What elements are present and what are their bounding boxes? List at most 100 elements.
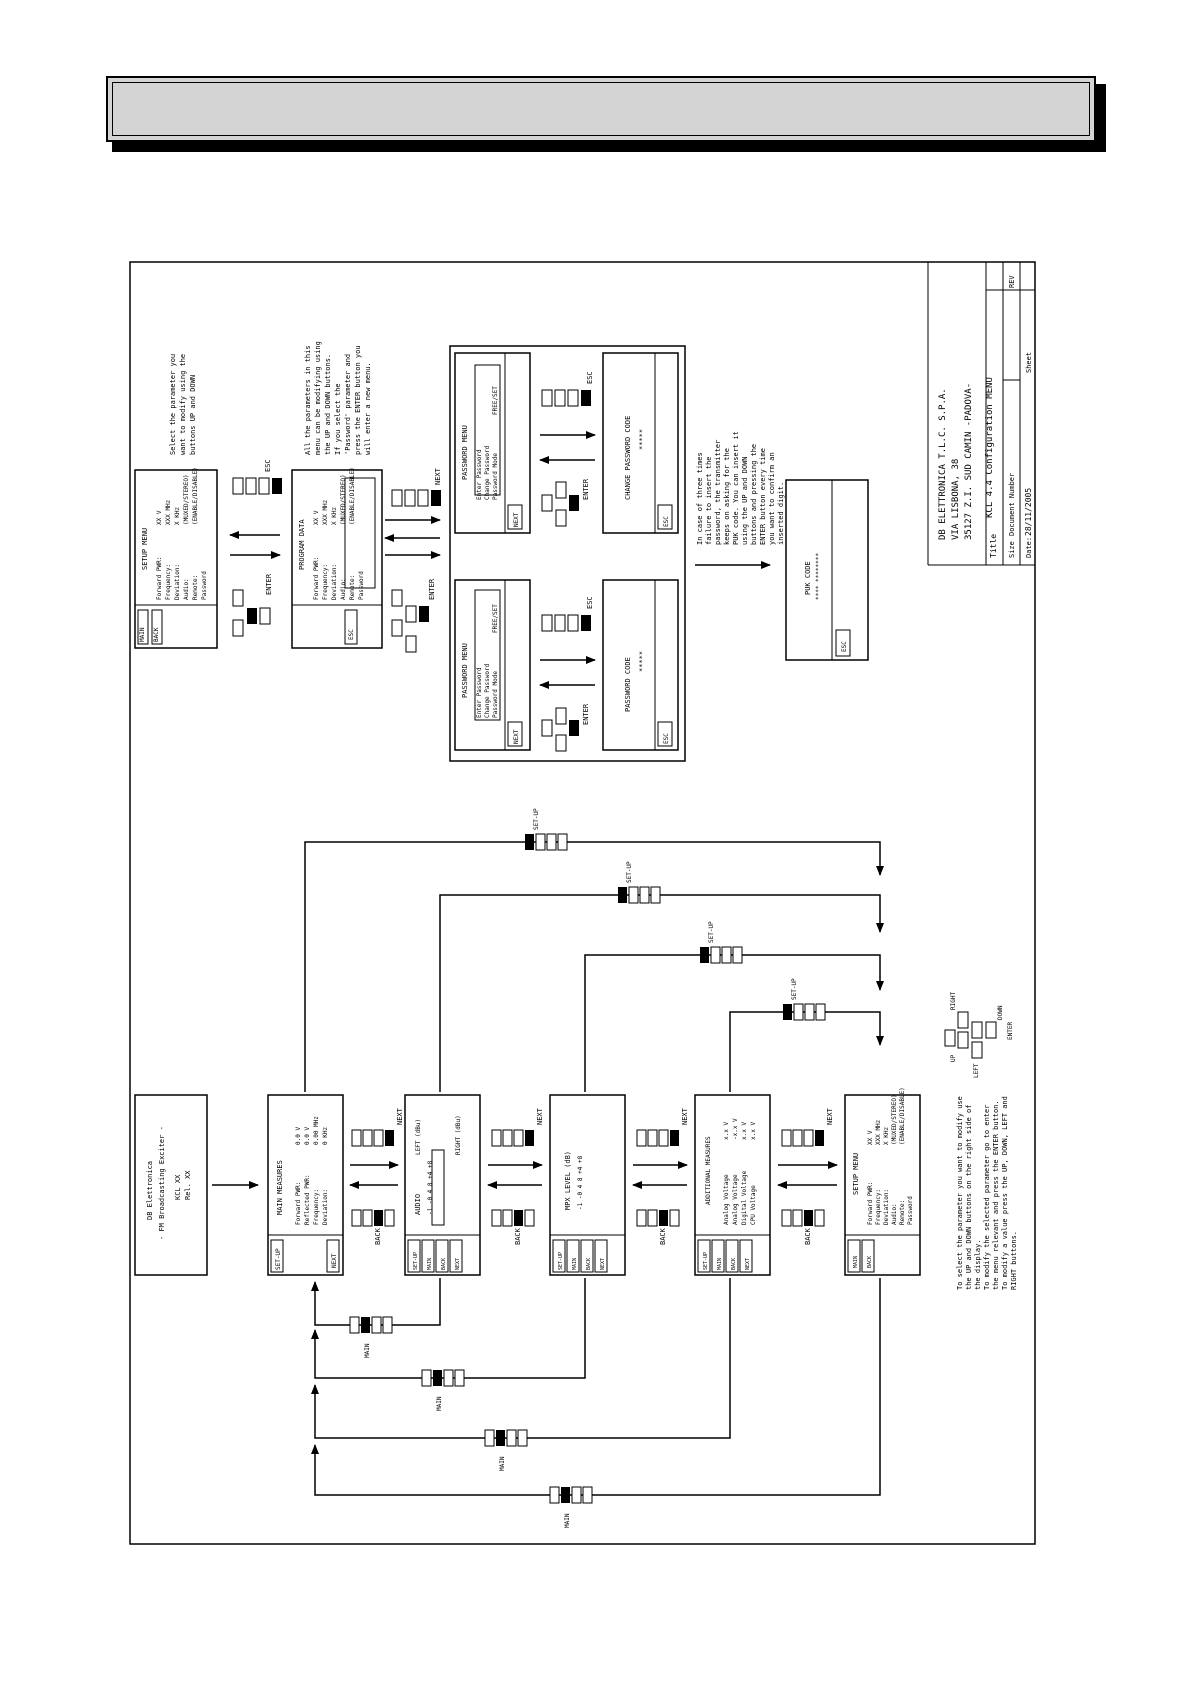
enter-label: ENTER <box>428 578 436 600</box>
next-label: NEXT <box>434 467 442 485</box>
softkey-main: MAIN <box>853 1256 859 1268</box>
back-label: BACK <box>659 1227 667 1245</box>
esc-label: ESC <box>586 371 594 384</box>
screen-setup-main: SETUP MENU Forward PWR: Frequency: Devia… <box>844 1087 921 1276</box>
program-value: (MUXED/STEREO) <box>340 474 347 525</box>
screen-splash: DB Elettronica - FM Broadcasting Exciter… <box>134 1094 208 1276</box>
legend-left: LEFT <box>973 1063 980 1078</box>
company-street: VIA LISBONA, 38 <box>951 459 961 540</box>
softkey-next: NEXT <box>513 729 520 744</box>
softkey-next: NEXT <box>455 1258 461 1270</box>
splash-line3: KCL XX <box>174 1174 182 1200</box>
setup-label: SET-UP <box>533 808 540 830</box>
puk-value: **** ******** <box>815 553 822 600</box>
setup-label: SET-UP <box>626 861 633 883</box>
pm2-title: PASSWORD MENU <box>461 643 469 698</box>
program-row: Remote: <box>349 575 356 600</box>
additional-value: x.x V <box>723 1122 730 1140</box>
splash-line2: - FM Broadcasting Exciter - <box>158 1126 166 1240</box>
esc-label: ESC <box>264 459 272 472</box>
note-setup-hint: Select the parameter you want to modify … <box>169 354 197 455</box>
additional-row: Analog Voltage <box>723 1174 730 1225</box>
next-label: NEXT <box>536 1107 544 1125</box>
softkey-back: BACK <box>441 1258 447 1270</box>
softkey-main: MAIN <box>139 627 146 642</box>
softkey-esc: ESC <box>841 641 848 652</box>
svg-text:To select the parameter you wa: To select the parameter you want to modi… <box>956 1092 1018 1290</box>
setup-main-row: Frequency: <box>875 1189 882 1225</box>
setup-key-groups: SET-UP SET-UP SET-UP SET-UP <box>525 808 826 1021</box>
main-measures-title: MAIN MEASURES <box>276 1160 284 1215</box>
softkey-main: MAIN <box>572 1258 578 1270</box>
setup-top-row: Remote: <box>192 575 199 600</box>
keypad-legend: RIGHT UP DOWN ENTER LEFT <box>944 992 1014 1078</box>
setup-main-title: SETUP MENU <box>852 1153 860 1195</box>
main-value: 0 KHz <box>322 1127 329 1145</box>
screen-password-menu-2: PASSWORD MENU Enter Password Change Pass… <box>454 579 531 751</box>
next-label: NEXT <box>396 1107 404 1125</box>
screen-additional-measures: ADDITIONAL MEASURES Analog Voltage Analo… <box>694 1094 771 1276</box>
screen-change-password: CHANGE PASSWORD CODE ***** ESC <box>602 352 679 534</box>
setup-top-value: XXX MHz <box>165 499 172 525</box>
program-row: Frequency: <box>322 564 329 600</box>
arrows-next-back <box>349 1161 838 1189</box>
legend-down: DOWN <box>997 1005 1004 1020</box>
date-value: 28/11/2005 <box>1024 488 1033 536</box>
softkey-back: BACK <box>867 1256 873 1268</box>
program-value: XXX MHz <box>322 499 329 525</box>
softkey-esc: ESC <box>663 516 670 527</box>
program-value: X KHz <box>331 507 338 525</box>
drawing-frame <box>129 261 1036 1545</box>
softkey-next: NEXT <box>513 512 520 527</box>
pm1-mode: FREE/SET <box>492 386 499 415</box>
additional-value: x.x V <box>741 1122 748 1140</box>
program-value: XX V <box>313 510 320 525</box>
softkey-setup: SET-UP <box>703 1252 709 1270</box>
enter-label: ENTER <box>582 703 590 725</box>
additional-row: CPU Voltage <box>750 1185 757 1225</box>
audio-scale: -1 -0 4 8 +4 +8 <box>427 1160 434 1215</box>
setup-top-value: XX V <box>156 510 163 525</box>
company-city: 35127 Z.I. SUD CAMIN -PADOVA- <box>964 383 974 540</box>
header-inner <box>112 82 1090 136</box>
softkey-setup: SET-UP <box>275 1248 282 1270</box>
password-code-title: PASSWORD CODE <box>624 657 632 712</box>
additional-row: Analog Voltage <box>732 1174 739 1225</box>
softkey-next: NEXT <box>745 1258 751 1270</box>
program-row: Password <box>358 571 365 600</box>
arrows-setup-program: ENTER ESC <box>229 459 282 637</box>
setup-main-value: X KHz <box>883 1127 890 1145</box>
main-label: MAIN <box>436 1396 443 1411</box>
program-value: (ENABLE/DISABLE) <box>349 467 356 525</box>
date-label: Date: <box>1025 537 1033 558</box>
setup-main-row: Deviation: <box>883 1189 890 1225</box>
page-header <box>106 76 1096 142</box>
rev-label: REV <box>1008 275 1016 288</box>
audio-left-label: LEFT (dBu) <box>415 1119 422 1155</box>
main-row: Reflected PWR: <box>304 1174 311 1225</box>
next-label: NEXT <box>681 1107 689 1125</box>
screen-password-code: PASSWORD CODE ***** ESC <box>602 579 679 751</box>
password-code-value: ***** <box>638 651 646 672</box>
screen-audio: AUDIO LEFT (dBu) RIGHT (dBu) -1 -0 4 8 +… <box>404 1094 481 1276</box>
audio-right-label: RIGHT (dBu) <box>455 1115 462 1155</box>
softkey-back: BACK <box>731 1258 737 1270</box>
pm1-row: Change Password <box>484 445 491 500</box>
setup-top-title: SETUP MENU <box>141 528 149 570</box>
screen-puk: PUK CODE **** ******** ESC <box>785 479 869 661</box>
note-program-hint: All the parameters in this menu can be m… <box>304 337 372 455</box>
main-label: MAIN <box>564 1513 571 1528</box>
back-label: BACK <box>514 1227 522 1245</box>
setup-top-value: (ENABLE/DISABLE) <box>192 467 199 525</box>
main-row: Forward PWR: <box>295 1182 302 1225</box>
main-row: Deviation: <box>322 1189 329 1225</box>
softkey-next: NEXT <box>331 1253 338 1268</box>
additional-title: ADDITIONAL MEASURES <box>705 1136 712 1205</box>
softkey-main: MAIN <box>717 1258 723 1270</box>
setup-top-value: (MUXED/STEREO) <box>183 474 190 525</box>
puk-title: PUK CODE <box>804 561 812 595</box>
setup-main-row: Remote: <box>899 1200 906 1225</box>
setup-label: SET-UP <box>708 921 715 943</box>
svg-text:All the parameters in this: All the parameters in this menu can be m… <box>304 337 372 455</box>
